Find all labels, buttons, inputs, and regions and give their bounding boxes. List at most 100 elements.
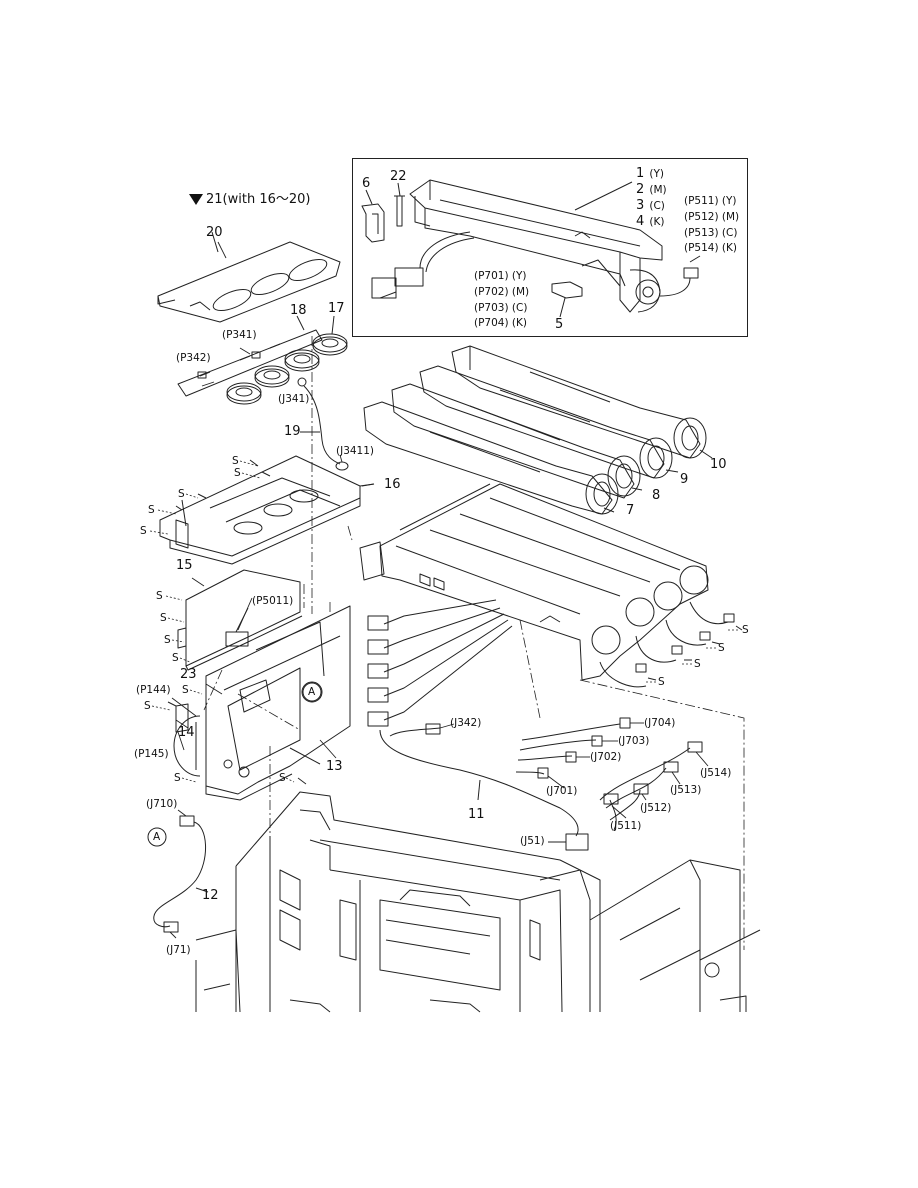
marker-a-lower: A bbox=[153, 831, 161, 843]
color-code: (M) bbox=[649, 184, 667, 196]
cartridges-7-10-drawing bbox=[363, 345, 713, 515]
list-item: 4 (K) bbox=[636, 212, 664, 228]
label-connector-j511: (J511) bbox=[610, 820, 642, 832]
screw-marker: S bbox=[164, 634, 171, 646]
label-part-20: 20 bbox=[206, 225, 223, 240]
label-part-6: 6 bbox=[362, 176, 371, 191]
list-item: (P704) (K) bbox=[474, 317, 527, 329]
label-part-13: 13 bbox=[326, 759, 343, 774]
label-part-5: 5 bbox=[555, 317, 564, 332]
screw-marker: S bbox=[232, 455, 239, 467]
motor-plate-13-drawing bbox=[173, 605, 351, 801]
list-item: (P511) (Y) bbox=[684, 195, 737, 207]
cartridge-housing-drawing bbox=[359, 483, 743, 688]
printer-chassis-drawing bbox=[195, 791, 761, 1013]
label-part-23: 23 bbox=[180, 667, 197, 682]
label-connector-j3411: (J3411) bbox=[336, 445, 375, 457]
screw-marker: S bbox=[144, 700, 151, 712]
label-part-9: 9 bbox=[680, 472, 689, 487]
cable-12-drawing bbox=[153, 815, 209, 933]
label-part-18: 18 bbox=[290, 303, 307, 318]
color-code: (C) bbox=[649, 200, 665, 212]
label-part-7: 7 bbox=[626, 503, 635, 518]
part-number: 3 bbox=[636, 198, 645, 213]
screw-marker: S bbox=[718, 642, 725, 654]
label-connector-j710: (J710) bbox=[146, 798, 178, 810]
down-triangle-icon bbox=[189, 194, 203, 205]
screw-marker: S bbox=[174, 772, 181, 784]
label-connector-j512: (J512) bbox=[640, 802, 672, 814]
screw-marker: S bbox=[279, 772, 286, 784]
label-part-10: 10 bbox=[710, 457, 727, 472]
label-part-11: 11 bbox=[468, 807, 485, 822]
label-connector-p144: (P144) bbox=[136, 684, 171, 696]
label-connector-j702: (J702) bbox=[590, 751, 622, 763]
sensor-board-18-drawing bbox=[177, 315, 323, 397]
assembly-header: 21(with 16～20) bbox=[206, 192, 311, 207]
color-code: (K) bbox=[649, 216, 665, 228]
list-item: 3 (C) bbox=[636, 196, 665, 212]
label-connector-j701: (J701) bbox=[546, 785, 578, 797]
label-connector-j341: (J341) bbox=[278, 393, 310, 405]
screw-marker: S bbox=[148, 504, 155, 516]
label-connector-p145: (P145) bbox=[134, 748, 169, 760]
label-connector-j342: (J342) bbox=[450, 717, 482, 729]
harness-11-drawing bbox=[379, 717, 703, 851]
label-connector-j514: (J514) bbox=[700, 767, 732, 779]
label-connector-j513: (J513) bbox=[670, 784, 702, 796]
color-code: (Y) bbox=[649, 168, 664, 180]
list-item: 1 (Y) bbox=[636, 164, 664, 180]
list-item: 2 (M) bbox=[636, 180, 667, 196]
inset-cartridge-housing-drawing bbox=[361, 179, 701, 318]
label-part-19: 19 bbox=[284, 424, 301, 439]
screw-marker: S bbox=[160, 612, 167, 624]
screw-marker: S bbox=[234, 467, 241, 479]
inset-detail-box bbox=[352, 158, 748, 337]
list-item: (P701) (Y) bbox=[474, 270, 527, 282]
list-item: (P702) (M) bbox=[474, 286, 530, 298]
label-part-16: 16 bbox=[384, 477, 401, 492]
label-connector-j703: (J703) bbox=[618, 735, 650, 747]
label-connector-p5011: (P5011) bbox=[252, 595, 294, 607]
label-connector-j704: (J704) bbox=[644, 717, 676, 729]
bracket-14-drawing bbox=[167, 701, 189, 733]
label-connector-p342: (P342) bbox=[176, 352, 211, 364]
marker-a-upper-circle bbox=[302, 682, 322, 702]
screw-marker: S bbox=[182, 684, 189, 696]
part-number: 2 bbox=[636, 182, 645, 197]
screw-marker: S bbox=[694, 658, 701, 670]
label-part-12: 12 bbox=[202, 888, 219, 903]
list-item: (P514) (K) bbox=[684, 242, 737, 254]
label-part-8: 8 bbox=[652, 488, 661, 503]
board-15-drawing bbox=[177, 569, 303, 671]
part-number: 4 bbox=[636, 214, 645, 229]
label-part-15: 15 bbox=[176, 558, 193, 573]
marker-a-lower-circle bbox=[147, 827, 167, 847]
screw-marker: S bbox=[742, 624, 749, 636]
part-number: 1 bbox=[636, 166, 645, 181]
label-part-22: 22 bbox=[390, 169, 407, 184]
marker-a-upper: A bbox=[308, 686, 316, 698]
label-connector-p341: (P341) bbox=[222, 329, 257, 341]
label-part-17: 17 bbox=[328, 301, 345, 316]
list-item: (P513) (C) bbox=[684, 227, 738, 239]
screw-marker: S bbox=[156, 590, 163, 602]
gear-set-17-drawing bbox=[226, 315, 348, 405]
label-connector-j71: (J71) bbox=[166, 944, 191, 956]
guide-lines-drawing bbox=[203, 336, 745, 950]
harness-connectors-drawing bbox=[367, 599, 513, 727]
list-item: (P512) (M) bbox=[684, 211, 740, 223]
plate-20-drawing bbox=[157, 231, 341, 323]
screw-marker: S bbox=[172, 652, 179, 664]
leader-lines bbox=[169, 241, 709, 939]
screw-marker: S bbox=[178, 488, 185, 500]
label-connector-j51: (J51) bbox=[520, 835, 545, 847]
screw-marker: S bbox=[658, 676, 665, 688]
list-item: (P703) (C) bbox=[474, 302, 528, 314]
screw-marker: S bbox=[140, 525, 147, 537]
frame-16-drawing bbox=[159, 455, 375, 565]
screw-leaders bbox=[149, 460, 740, 783]
label-part-14: 14 bbox=[178, 725, 195, 740]
